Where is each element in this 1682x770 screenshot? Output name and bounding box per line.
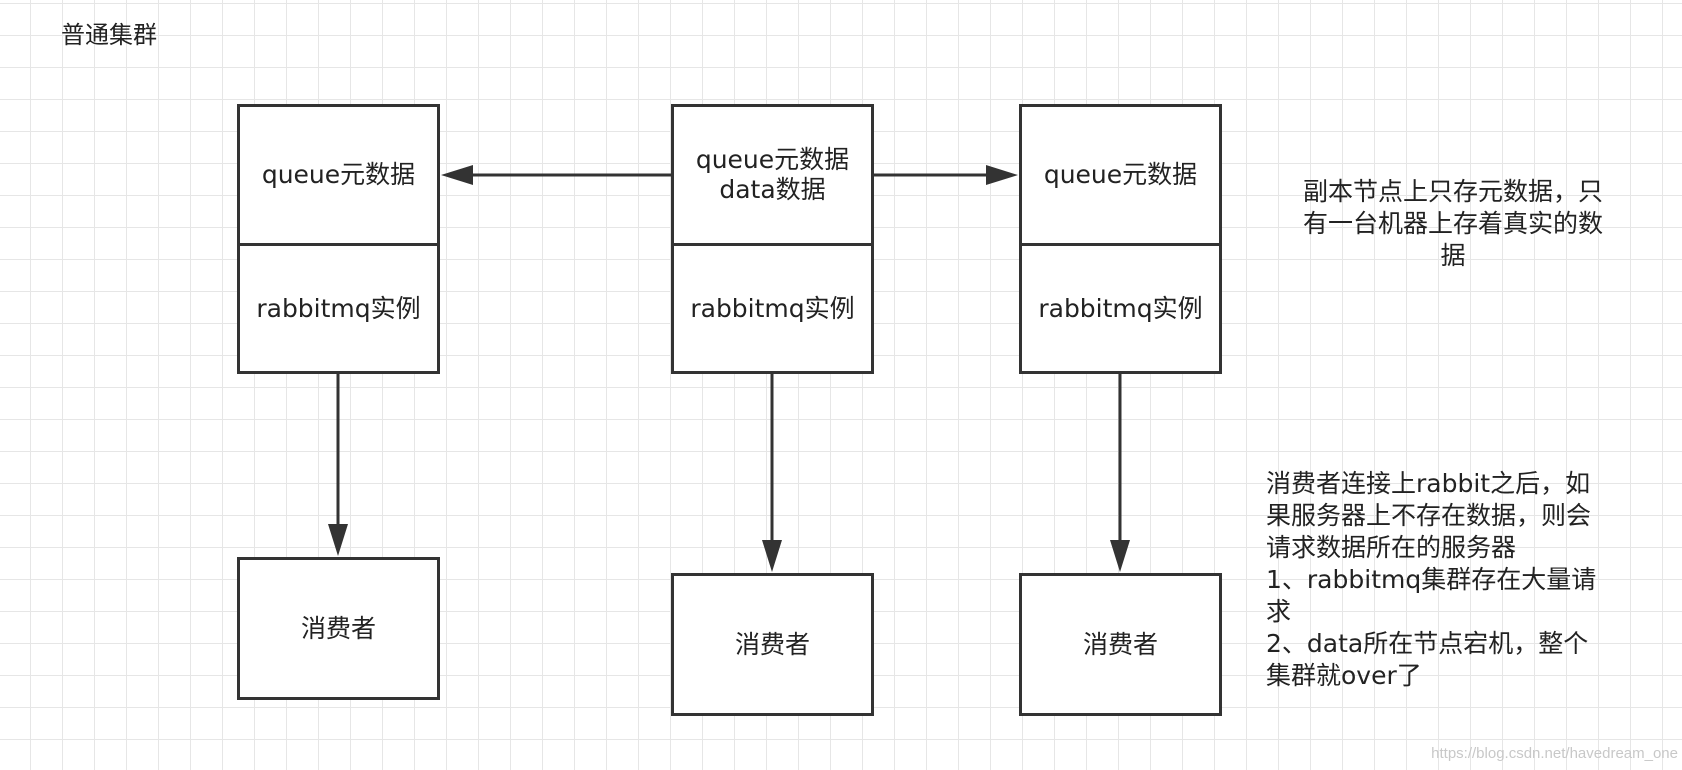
node-3-instance-box: rabbitmq实例 (1019, 243, 1222, 374)
node-2-instance-box: rabbitmq实例 (671, 243, 874, 374)
node-3-metadata-line-1: queue元数据 (1043, 160, 1198, 189)
replica-note-line-2: 有一台机器上存着真实的数 (1302, 209, 1603, 238)
watermark: https://blog.csdn.net/havedream_one (1431, 745, 1678, 762)
consumer-note-line-7: 集群就over了 (1266, 661, 1422, 690)
node-1-consumer-label: 消费者 (300, 613, 376, 643)
consumer-note: 消费者连接上rabbit之后，如 果服务器上不存在数据，则会 请求数据所在的服务… (1266, 468, 1626, 692)
node-1-consumer-box: 消费者 (237, 557, 440, 700)
consumer-note-line-1: 消费者连接上rabbit之后，如 (1266, 469, 1591, 498)
consumer-note-line-5: 求 (1266, 597, 1292, 626)
node-1-metadata-line-1: queue元数据 (261, 160, 416, 189)
replica-note-line-3: 据 (1440, 241, 1466, 270)
arrow-head-node-1-down (328, 524, 348, 556)
consumer-note-line-2: 果服务器上不存在数据，则会 (1266, 501, 1592, 530)
replica-note-line-1: 副本节点上只存元数据，只 (1302, 177, 1603, 206)
replica-note: 副本节点上只存元数据，只 有一台机器上存着真实的数 据 (1272, 176, 1634, 272)
consumer-note-line-3: 请求数据所在的服务器 (1266, 533, 1517, 562)
node-2-instance-label: rabbitmq实例 (690, 293, 855, 323)
arrow-head-node-2-down (762, 540, 782, 572)
arrow-head-right (986, 165, 1018, 185)
consumer-note-line-4: 1、rabbitmq集群存在大量请 (1266, 565, 1597, 594)
node-1-metadata-box: queue元数据 (237, 104, 440, 246)
node-1-instance-label: rabbitmq实例 (256, 293, 421, 323)
arrow-head-node-3-down (1110, 540, 1130, 572)
node-3-instance-label: rabbitmq实例 (1038, 293, 1203, 323)
node-3-metadata-box: queue元数据 (1019, 104, 1222, 246)
node-3-consumer-box: 消费者 (1019, 573, 1222, 716)
node-2-metadata-line-2: data数据 (719, 175, 826, 204)
node-2-consumer-box: 消费者 (671, 573, 874, 716)
diagram-title: 普通集群 (61, 21, 157, 49)
node-2-consumer-label: 消费者 (734, 629, 810, 659)
arrow-head-left (441, 165, 473, 185)
consumer-note-line-6: 2、data所在节点宕机，整个 (1266, 629, 1589, 658)
node-3-consumer-label: 消费者 (1082, 629, 1158, 659)
node-2-metadata-line-1: queue元数据 (695, 145, 850, 174)
node-1-instance-box: rabbitmq实例 (237, 243, 440, 374)
